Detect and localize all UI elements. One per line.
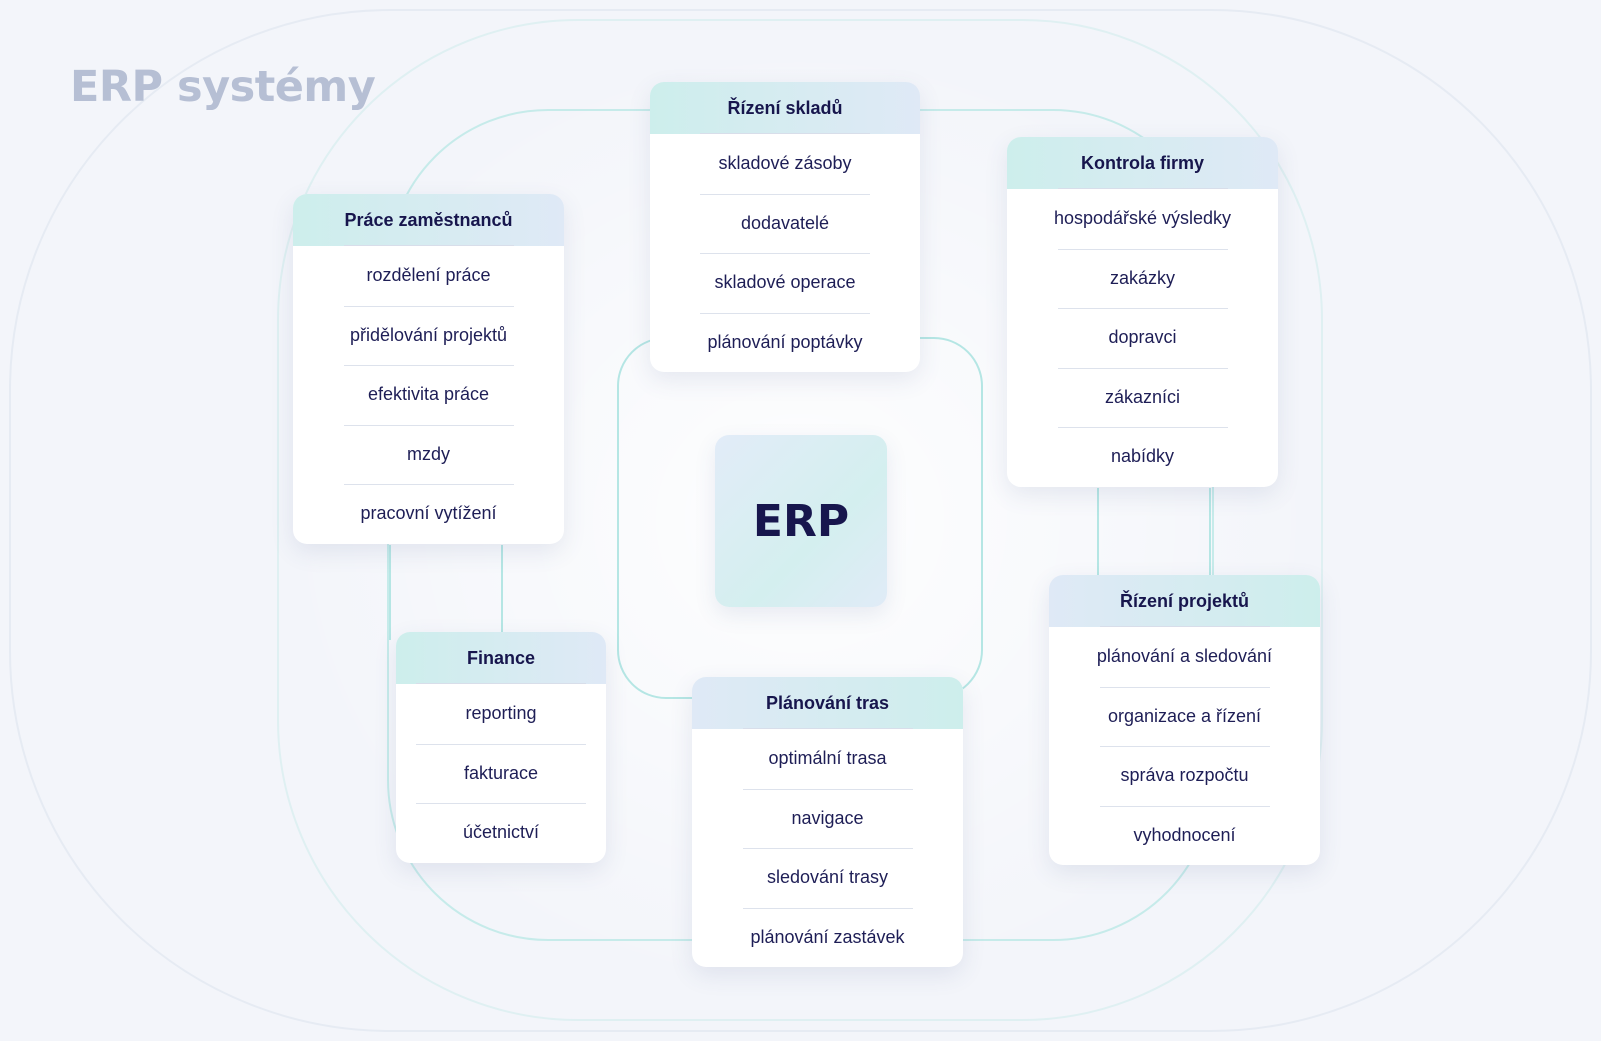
module-item: účetnictví: [396, 803, 606, 863]
module-item: pracovní vytížení: [293, 484, 564, 544]
module-item: skladové operace: [650, 253, 920, 313]
module-item: rozdělení práce: [366, 265, 491, 286]
module-title: Finance: [396, 632, 606, 684]
module-item: reporting: [465, 703, 537, 724]
module-item: efektivita práce: [293, 365, 564, 425]
module-item: fakturace: [396, 743, 606, 804]
module-item: dopravci: [1007, 308, 1278, 368]
module-item: navigace: [692, 788, 963, 849]
module-item: organizace a řízení: [1049, 686, 1320, 747]
module-card-prace-zamestnancu: Práce zaměstnanců rozdělení práce přiděl…: [293, 194, 564, 544]
module-item: zakázky: [1007, 248, 1278, 309]
module-title: Práce zaměstnanců: [293, 194, 564, 246]
module-item: správa rozpočtu: [1049, 746, 1320, 806]
module-item: hospodářské výsledky: [1053, 208, 1232, 229]
module-card-rizeni-projektu: Řízení projektů plánování a sledování or…: [1049, 575, 1320, 865]
module-item: plánování a sledování: [1096, 646, 1273, 667]
module-item: optimální trasa: [768, 748, 887, 769]
module-title: Kontrola firmy: [1007, 137, 1278, 189]
page-title: ERP systémy: [70, 62, 376, 112]
module-card-planovani-tras: Plánování tras optimální trasa navigace …: [692, 677, 963, 967]
module-item: skladové zásoby: [718, 153, 852, 174]
module-item: dodavatelé: [650, 193, 920, 254]
module-item: přidělování projektů: [293, 305, 564, 366]
module-item: sledování trasy: [692, 848, 963, 908]
module-card-kontrola-firmy: Kontrola firmy hospodářské výsledky zaká…: [1007, 137, 1278, 487]
module-item: plánování poptávky: [650, 312, 920, 373]
module-card-rizeni-skladu: Řízení skladů skladové zásoby dodavatelé…: [650, 82, 920, 372]
module-card-finance: Finance reporting fakturace účetnictví: [396, 632, 606, 863]
module-item: nabídky: [1007, 427, 1278, 487]
module-item: zákazníci: [1007, 367, 1278, 428]
erp-center-node: ERP: [715, 435, 887, 607]
module-title: Řízení skladů: [650, 82, 920, 134]
module-item: vyhodnocení: [1049, 805, 1320, 866]
module-title: Plánování tras: [692, 677, 963, 729]
module-item: mzdy: [293, 424, 564, 485]
module-item: plánování zastávek: [692, 907, 963, 968]
module-title: Řízení projektů: [1049, 575, 1320, 627]
